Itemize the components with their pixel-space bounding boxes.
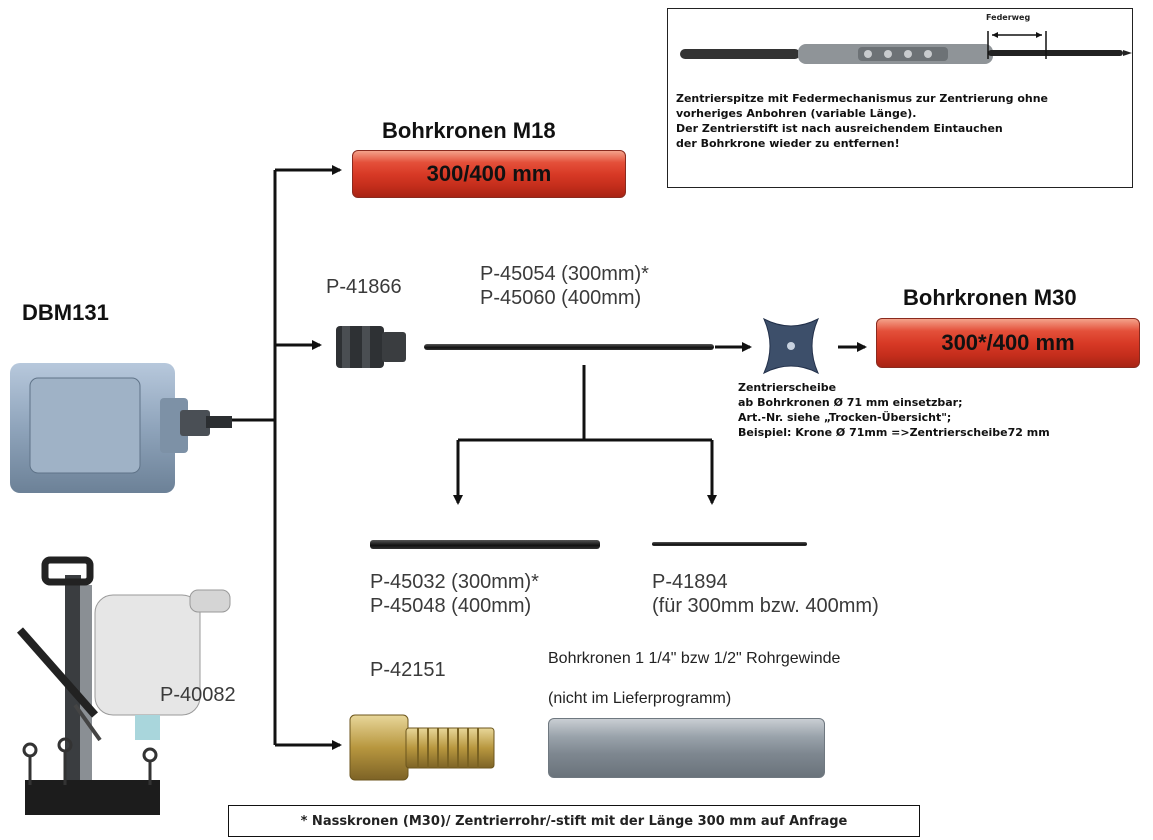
info-line: der Bohrkrone wieder zu entfernen! bbox=[676, 136, 1048, 151]
centering-disc-description: Zentrierscheibe ab Bohrkronen Ø 71 mm ei… bbox=[738, 380, 1050, 440]
pipe-thread-note: (nicht im Lieferprogramm) bbox=[548, 690, 731, 708]
disc-line: Art.-Nr. siehe „Trocken-Übersicht"; bbox=[738, 410, 1050, 425]
info-line: vorheriges Anbohren (variable Länge). bbox=[676, 106, 1048, 121]
stand-code: P-40082 bbox=[160, 683, 236, 707]
m30-core-bit: 300*/400 mm bbox=[876, 318, 1140, 368]
centering-disc-image bbox=[758, 315, 824, 377]
drill-motor-image bbox=[10, 358, 232, 498]
m18-core-bit: 300/400 mm bbox=[352, 150, 626, 198]
info-line: Zentrierspitze mit Federmechanismus zur … bbox=[676, 91, 1048, 106]
m18-length-label: 300/400 mm bbox=[353, 151, 625, 197]
disc-line: Beispiel: Krone Ø 71mm =>Zentrierscheibe… bbox=[738, 425, 1050, 440]
disc-line: ab Bohrkronen Ø 71 mm einsetzbar; bbox=[738, 395, 1050, 410]
pipe-thread-core-bit bbox=[548, 718, 825, 778]
adapter-code: P-41866 bbox=[326, 275, 402, 299]
federweg-label: Federweg bbox=[986, 13, 1030, 22]
disc-line: Zentrierscheibe bbox=[738, 380, 1050, 395]
centering-pin-illustration bbox=[668, 9, 1132, 89]
centering-tube-rod bbox=[424, 344, 714, 350]
tube2-code-2: P-45048 (400mm) bbox=[370, 594, 531, 618]
centering-pin-info-box: Federweg Zentrierspitze mit Federmechani… bbox=[667, 8, 1133, 188]
m30-title: Bohrkronen M30 bbox=[903, 285, 1077, 311]
pin-length-note: (für 300mm bzw. 400mm) bbox=[652, 594, 879, 618]
centering-tube-rod-2 bbox=[370, 540, 600, 549]
m30-length-label: 300*/400 mm bbox=[877, 319, 1139, 367]
adapter-image bbox=[336, 318, 408, 376]
pin-code: P-41894 bbox=[652, 570, 728, 594]
thread-adapter-image bbox=[348, 710, 498, 785]
centering-pin-rod bbox=[652, 542, 807, 546]
info-line: Der Zentrierstift ist nach ausreichendem… bbox=[676, 121, 1048, 136]
nipple-code: P-42151 bbox=[370, 658, 446, 682]
centering-pin-description: Zentrierspitze mit Federmechanismus zur … bbox=[676, 91, 1048, 151]
footnote-box: * Nasskronen (M30)/ Zentrierrohr/-stift … bbox=[228, 805, 920, 837]
tube-code-1: P-45054 (300mm)* bbox=[480, 262, 649, 286]
tube-code-2: P-45060 (400mm) bbox=[480, 286, 641, 310]
machine-name: DBM131 bbox=[22, 300, 109, 326]
tube2-code-1: P-45032 (300mm)* bbox=[370, 570, 539, 594]
footnote-text: * Nasskronen (M30)/ Zentrierrohr/-stift … bbox=[301, 814, 848, 829]
m18-title: Bohrkronen M18 bbox=[382, 118, 556, 144]
pipe-thread-title: Bohrkronen 1 1/4" bzw 1/2" Rohrgewinde bbox=[548, 650, 840, 668]
